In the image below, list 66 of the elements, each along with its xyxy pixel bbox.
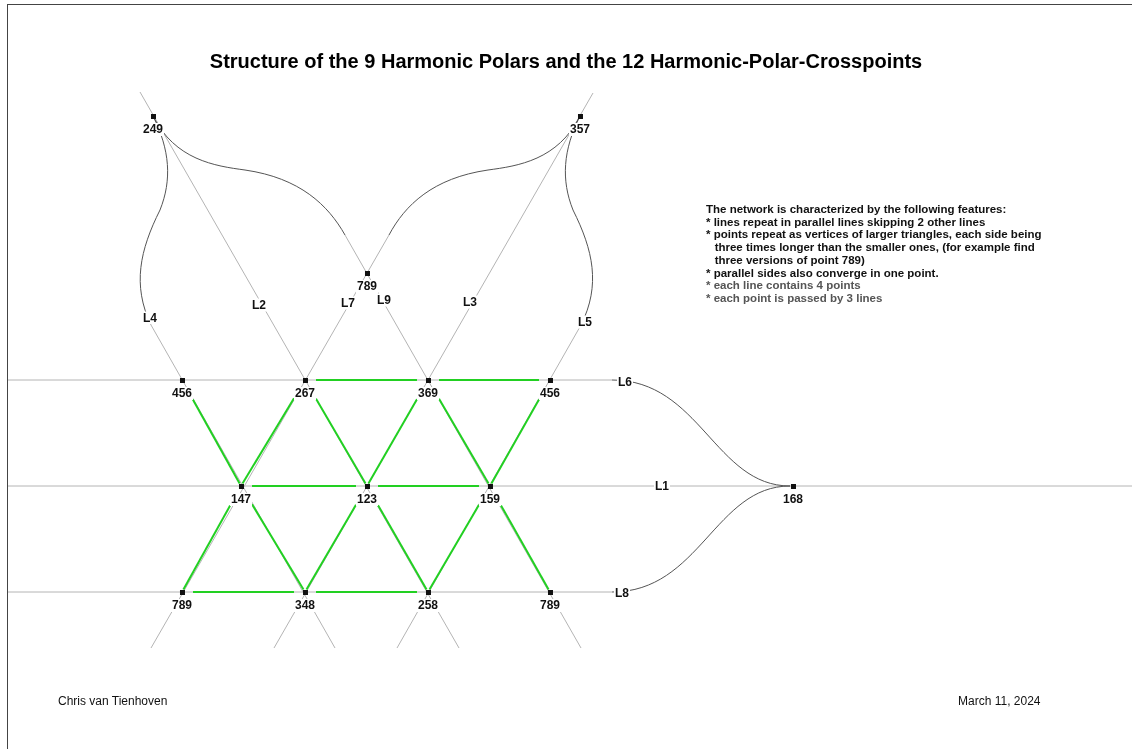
crosspoint — [294, 589, 316, 612]
point-label: 789 — [171, 598, 193, 612]
connector-line — [182, 504, 232, 591]
note-text: * each point is passed by 3 lines — [706, 291, 884, 305]
connector-line — [377, 485, 480, 487]
footer-text: March 11, 2024 — [958, 694, 1041, 708]
line-label: L8 — [614, 586, 630, 600]
line-label: L6 — [617, 375, 633, 389]
connector-line — [377, 504, 428, 591]
point-label: 456 — [539, 386, 561, 400]
crosspoint — [539, 589, 561, 612]
point-label: 456 — [171, 386, 193, 400]
point-label: 168 — [782, 492, 804, 506]
point-label: 369 — [417, 386, 439, 400]
connector-line — [315, 379, 418, 381]
crosspoint — [356, 483, 378, 506]
line-label: L1 — [654, 479, 670, 493]
connector-line — [241, 397, 295, 485]
connector-line — [192, 591, 295, 593]
connector-line — [315, 397, 367, 485]
point-label: 789 — [356, 279, 378, 293]
connector-line — [438, 379, 540, 381]
point-label: 249 — [142, 122, 164, 136]
connector-line — [191, 398, 241, 485]
point-label: 267 — [294, 386, 316, 400]
connector-line — [438, 397, 490, 485]
crosspoint — [569, 113, 591, 136]
crosspoint — [417, 377, 439, 400]
note-text: * lines repeat in parallel lines skipping 2 other lines — [706, 215, 987, 229]
connector-line — [500, 504, 550, 591]
title: Structure of the 9 Harmonic Polars and the 12 Harmonic-Polar-Crosspoints — [208, 50, 924, 73]
footer-text: Chris van Tienhoven — [58, 694, 168, 708]
crosspoint — [142, 113, 164, 136]
connector-line — [490, 398, 540, 485]
note-text: * each line contains 4 points — [706, 279, 862, 292]
point-label: 258 — [417, 598, 439, 612]
connector-line — [251, 503, 305, 591]
connector-line — [315, 591, 418, 593]
crosspoint — [782, 483, 804, 506]
line-label: L7 — [340, 296, 356, 310]
point-label: 357 — [569, 122, 591, 136]
crosspoint — [171, 377, 193, 400]
connector-line — [428, 503, 480, 591]
point-label: 123 — [356, 492, 378, 506]
line-label: L5 — [577, 315, 593, 329]
crosspoint — [171, 589, 193, 612]
point-label: 348 — [294, 598, 316, 612]
line-label: L3 — [462, 295, 478, 309]
note-text: * parallel sides also converge in one point. — [706, 266, 940, 280]
line-label: L2 — [251, 298, 267, 312]
line-label: L9 — [376, 293, 392, 307]
crosspoint — [230, 483, 252, 506]
crosspoint — [479, 483, 501, 506]
note-text: * points repeat as vertices of larger triangles, each side being three times longer than the smaller ones, (for example find three versions of point 789) — [706, 228, 1043, 267]
crosspoint — [539, 377, 561, 400]
crosspoint — [294, 377, 316, 400]
crosspoint — [356, 270, 378, 293]
connector-line — [251, 485, 357, 487]
point-label: 147 — [230, 492, 252, 506]
note-text: The network is characterized by the following features: — [706, 203, 1008, 216]
crosspoint — [417, 589, 439, 612]
point-label: 789 — [539, 598, 561, 612]
point-label: 159 — [479, 492, 501, 506]
line-label: L4 — [142, 311, 158, 325]
connector-line — [367, 398, 418, 485]
connector-line — [305, 503, 357, 591]
